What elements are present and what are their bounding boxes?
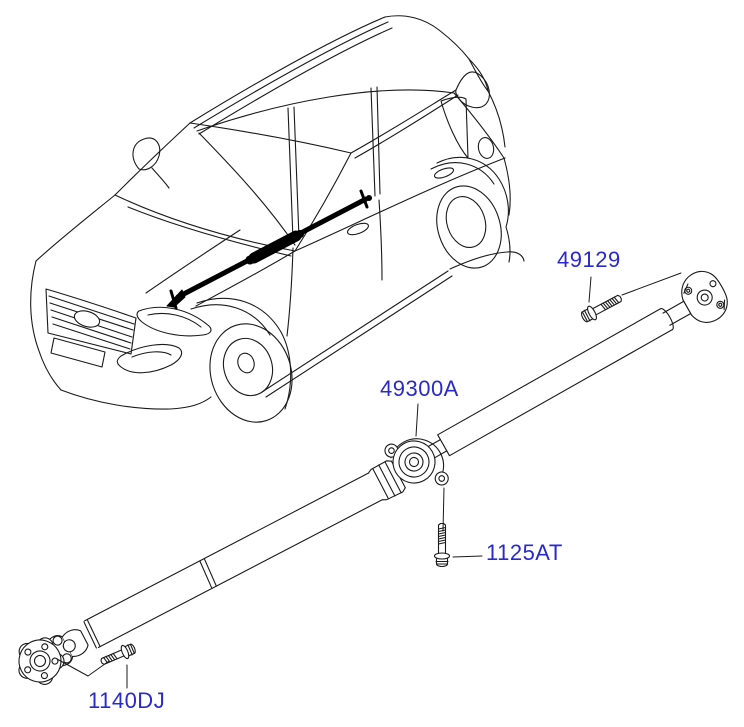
front-flange-yoke	[18, 637, 65, 685]
center-bearing-support	[384, 438, 449, 486]
part-callout-49129[interactable]: 49129	[557, 247, 621, 272]
front-shaft-section	[18, 460, 406, 685]
rear-shaft-section	[384, 270, 728, 486]
bolt-1140dj-illustration	[100, 643, 136, 665]
rear-flange-yoke	[681, 270, 728, 323]
part-callout-49300a[interactable]: 49300A	[380, 376, 459, 401]
part-callout-1125at[interactable]: 1125AT	[486, 540, 563, 565]
vehicle-line-art	[30, 15, 525, 423]
propeller-shaft-location-arrow	[166, 189, 373, 310]
leader-lines	[56, 272, 682, 689]
bolt-49129-illustration	[580, 294, 622, 323]
bolt-1125at-illustration	[433, 522, 451, 568]
part-callout-1140dj[interactable]: 1140DJ	[88, 688, 166, 713]
propeller-shaft-assembly	[18, 270, 728, 689]
